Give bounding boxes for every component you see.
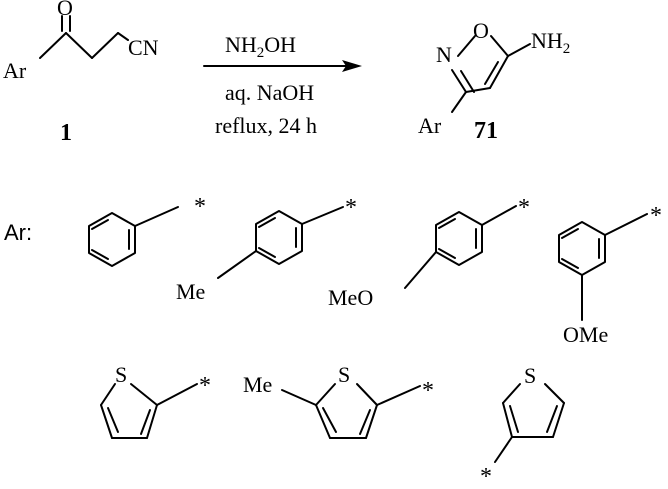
product-nh: NH bbox=[531, 28, 563, 53]
arrow-head bbox=[342, 60, 362, 72]
meta-methoxy-label: OMe bbox=[563, 322, 608, 347]
reagent-nh: NH bbox=[225, 32, 257, 57]
methylthienyl-methyl-label: Me bbox=[243, 372, 272, 397]
3-thienyl-sulfur: S bbox=[524, 363, 536, 388]
reagent-base: aq. NaOH bbox=[225, 80, 314, 105]
product-amino-group: NH2 bbox=[531, 28, 570, 57]
product-ring-oxygen: O bbox=[473, 18, 489, 43]
aryl-2-thienyl: S * bbox=[100, 362, 211, 439]
reagent-oh: OH bbox=[264, 32, 296, 57]
aryl-p-tolyl: * Me bbox=[176, 195, 357, 304]
product-aryl-label: Ar bbox=[418, 113, 442, 138]
meta-methoxyphenyl-attachment-star: * bbox=[650, 203, 662, 229]
reaction-condition: reflux, 24 h bbox=[215, 113, 317, 138]
p-tolyl-methyl-label: Me bbox=[176, 279, 205, 304]
p-tolyl-attachment-star: * bbox=[345, 195, 357, 221]
reagent-nh-subscript: 2 bbox=[257, 45, 265, 61]
para-methoxy-label: MeO bbox=[328, 285, 373, 310]
phenyl-attachment-star: * bbox=[194, 194, 206, 220]
reactant-structure: O Ar CN 1 bbox=[3, 0, 159, 146]
reactant-carbonyl-oxygen: O bbox=[57, 0, 73, 20]
methylthienyl-attachment-star: * bbox=[422, 378, 434, 404]
aryl-3-thienyl: S * bbox=[480, 363, 565, 489]
3-thienyl-attachment-star: * bbox=[480, 464, 492, 489]
thienyl-sulfur: S bbox=[115, 362, 127, 387]
methoxyphenyl-attachment-star: * bbox=[518, 195, 530, 221]
aryl-phenyl: * bbox=[88, 194, 206, 267]
product-structure: N O NH2 Ar 71 bbox=[418, 18, 570, 144]
methylthienyl-sulfur: S bbox=[338, 362, 350, 387]
reactant-nitrile-label: CN bbox=[128, 35, 159, 60]
thienyl-attachment-star: * bbox=[199, 373, 211, 399]
reactant-aryl-label: Ar bbox=[3, 58, 27, 83]
product-nh-subscript: 2 bbox=[563, 41, 571, 57]
aryl-list-label: Ar: bbox=[4, 220, 32, 245]
reactant-compound-number: 1 bbox=[60, 120, 72, 146]
aryl-4-methoxyphenyl: * MeO bbox=[328, 195, 530, 310]
product-ring-nitrogen: N bbox=[436, 42, 452, 67]
aryl-3-methoxyphenyl: * OMe bbox=[558, 203, 662, 347]
aryl-5-methyl-2-thienyl: S Me * bbox=[243, 362, 434, 439]
reagent-hydroxylamine: NH2OH bbox=[225, 32, 296, 61]
reaction-arrow: NH2OH aq. NaOH reflux, 24 h bbox=[203, 32, 362, 138]
product-compound-number: 71 bbox=[474, 118, 498, 144]
